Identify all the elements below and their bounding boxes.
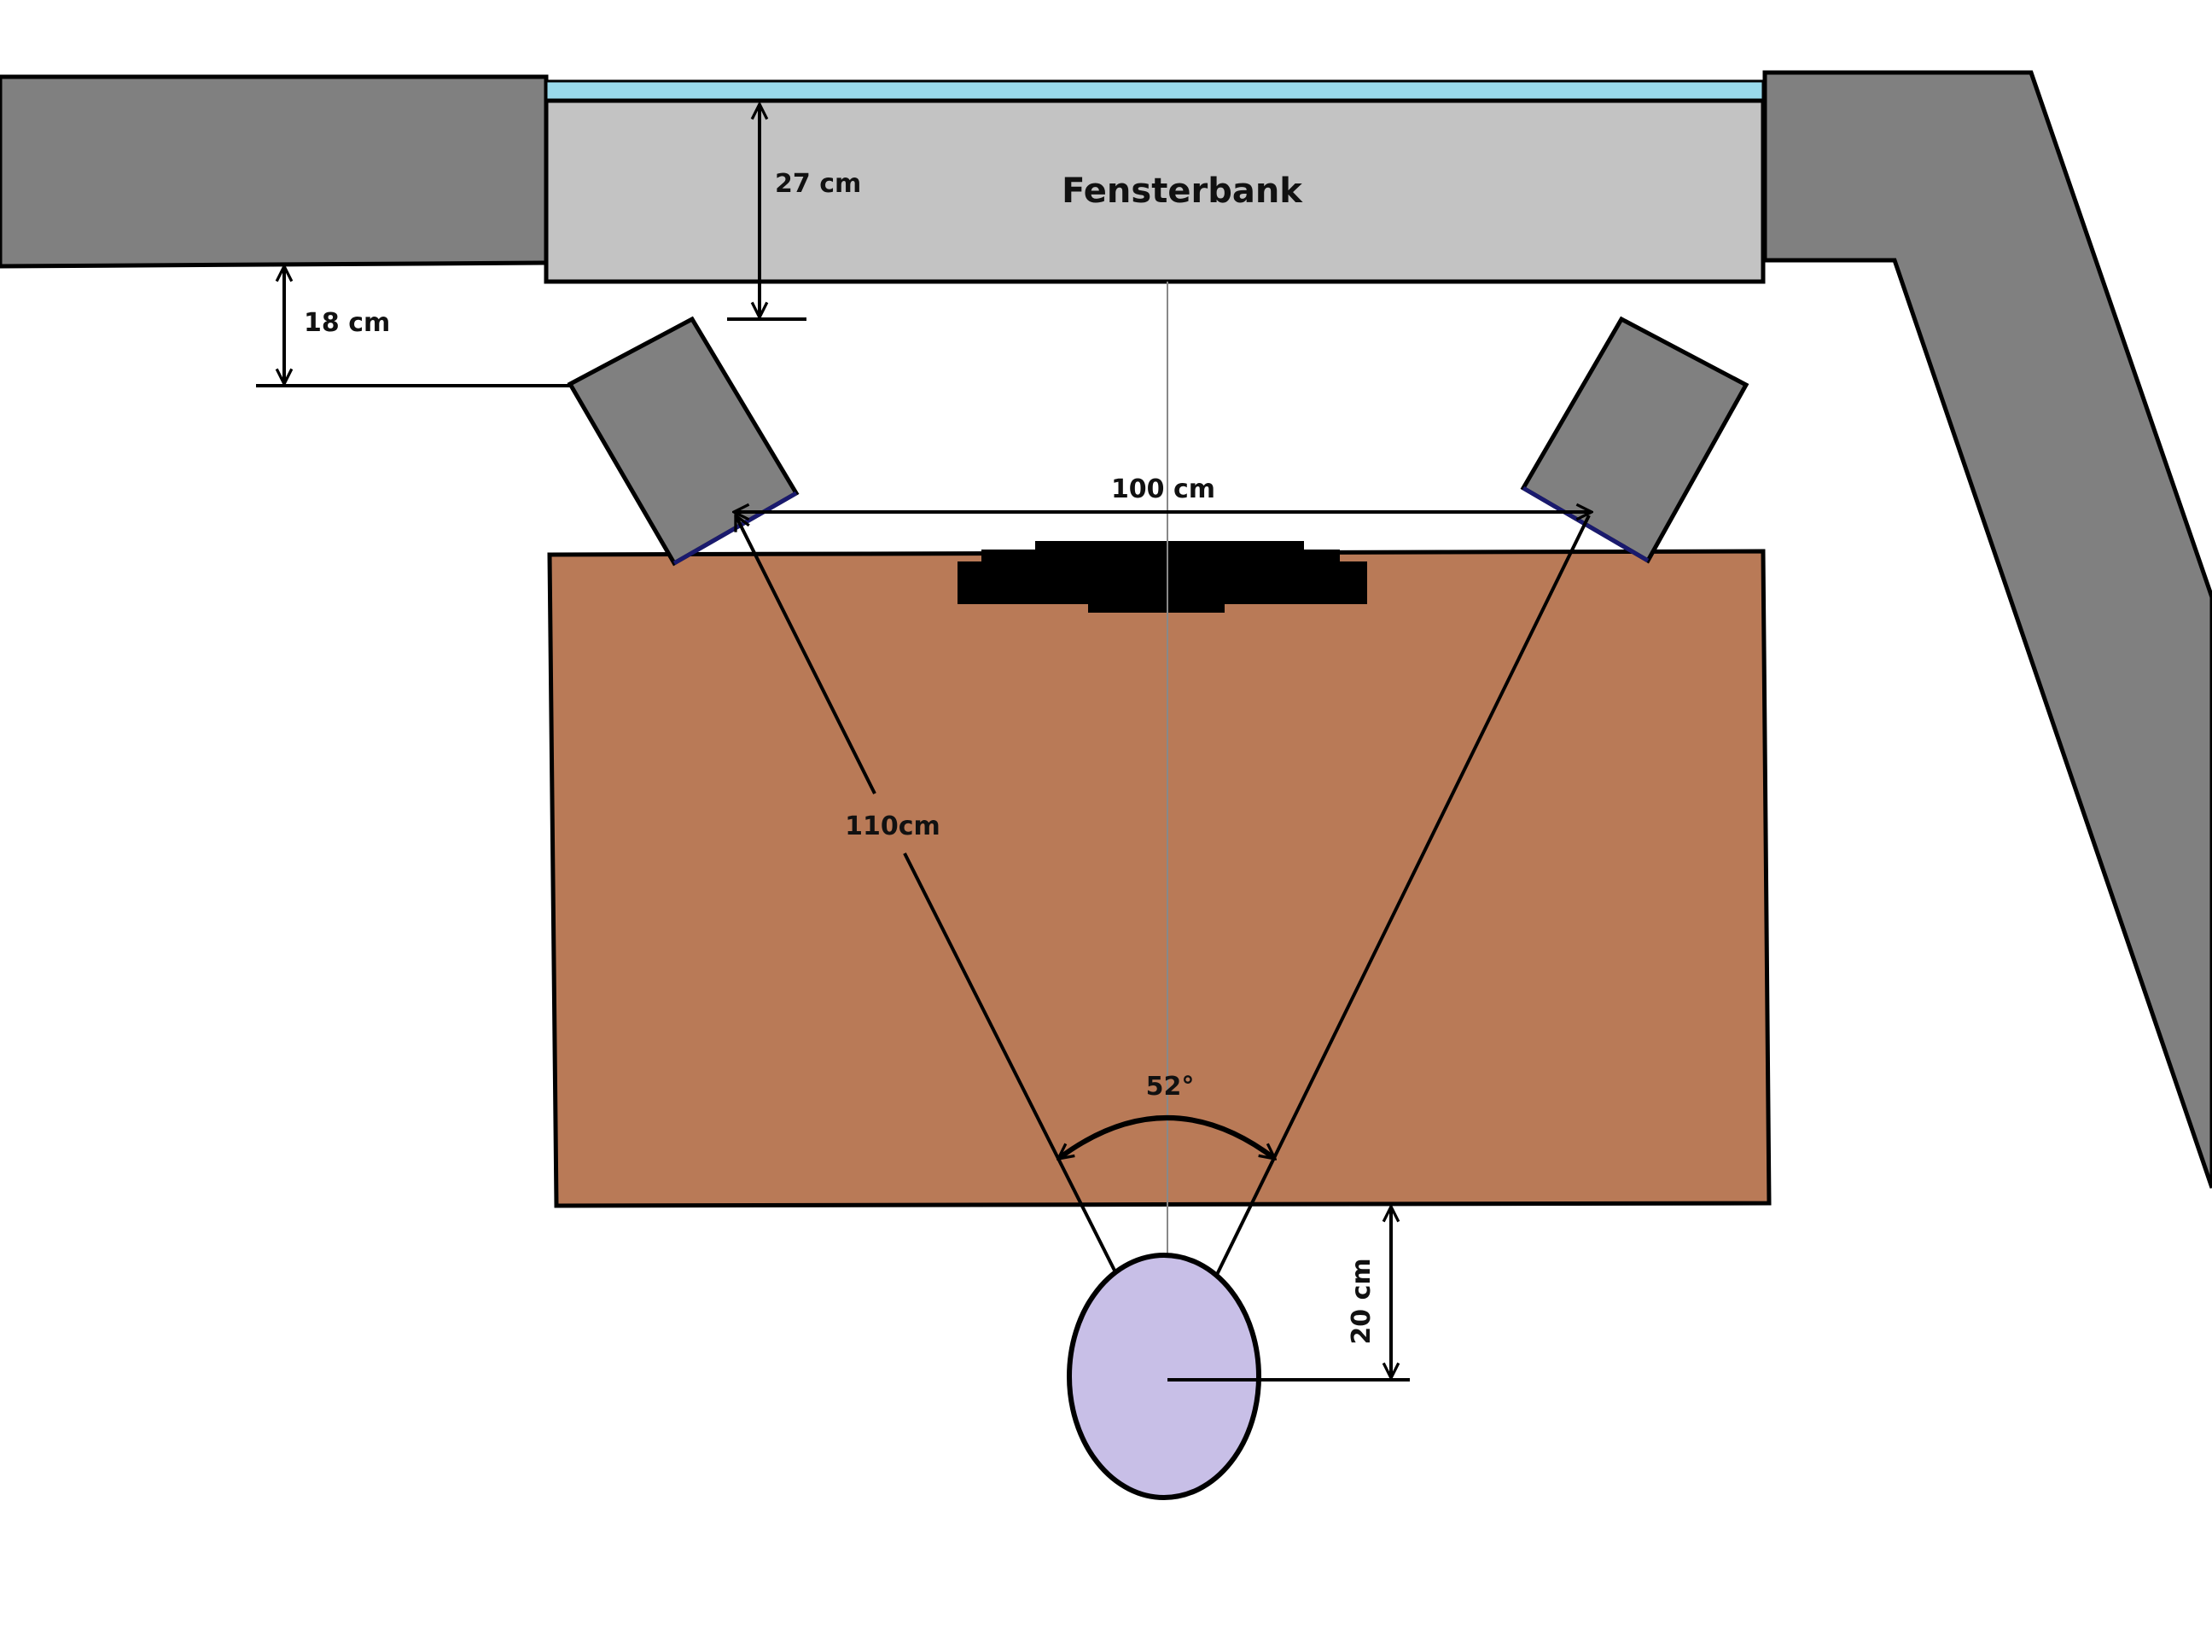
sill-depth-label: 27 cm bbox=[775, 169, 861, 199]
head-offset-dimension bbox=[1167, 1207, 1410, 1382]
desk bbox=[547, 549, 1772, 1208]
left-speaker bbox=[567, 316, 800, 567]
listener-head bbox=[1067, 1253, 1261, 1500]
windowsill-label: Fensterbank bbox=[1062, 172, 1303, 211]
sill-depth-dimension bbox=[727, 104, 806, 321]
angle-arc bbox=[1058, 1115, 1275, 1161]
left-wall bbox=[0, 74, 549, 269]
right-speaker bbox=[1520, 316, 1749, 564]
windowsill bbox=[544, 98, 1766, 284]
monitor bbox=[958, 541, 1367, 613]
angle-label: 52° bbox=[1146, 1072, 1195, 1102]
speaker-spacing-label: 100 cm bbox=[1111, 474, 1215, 504]
right-listening-line bbox=[1166, 515, 1591, 1376]
wall-offset-label: 18 cm bbox=[304, 308, 390, 338]
listening-distance-label: 110cm bbox=[845, 811, 940, 841]
right-wall bbox=[1762, 70, 2212, 1189]
left-listening-line-upper bbox=[734, 515, 876, 794]
wall-offset-dimension bbox=[256, 266, 570, 387]
head-offset-label: 20 cm bbox=[1347, 1258, 1377, 1344]
